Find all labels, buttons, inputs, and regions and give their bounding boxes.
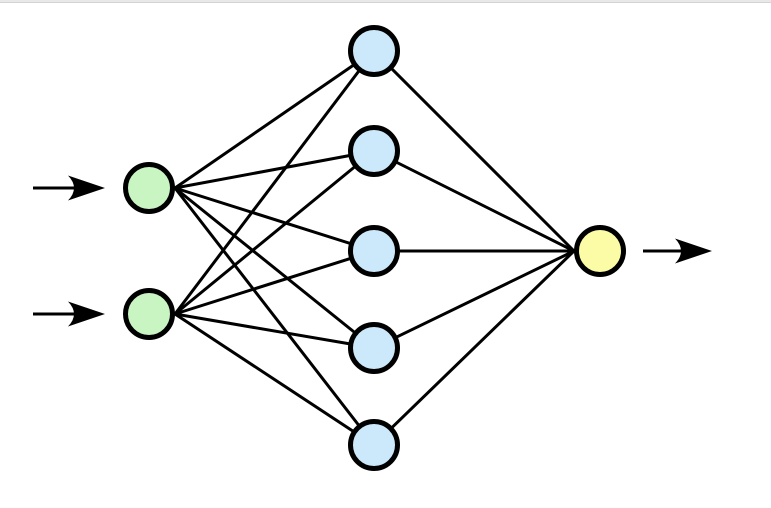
hidden-node-1 (348, 25, 400, 77)
output-node-1 (574, 225, 626, 277)
edge-input-1-hidden-2 (174, 149, 375, 190)
hidden-node-3 (348, 225, 400, 277)
edge-input-2-hidden-2 (174, 149, 375, 316)
top-border-bar (0, 0, 771, 3)
edge-input-2-hidden-3 (174, 249, 375, 316)
edge-hidden-4-output-1 (373, 249, 575, 350)
edge-input-1-hidden-5 (173, 187, 376, 446)
hidden-node-4 (348, 322, 400, 374)
output-arrow-head-icon (675, 238, 712, 264)
edge-hidden-1-output-1 (372, 49, 576, 253)
input-node-1 (123, 162, 175, 214)
hidden-node-2 (348, 125, 400, 177)
input-node-2 (123, 288, 175, 340)
input-arrow-2-head-icon (68, 301, 105, 327)
hidden-node-5 (348, 419, 400, 471)
edge-input-1-hidden-3 (174, 186, 375, 253)
edges-group (173, 49, 576, 447)
edge-hidden-2-output-1 (373, 149, 575, 253)
edge-input-1-hidden-4 (174, 186, 375, 350)
edge-hidden-5-output-1 (372, 249, 576, 447)
arrows-group (33, 175, 712, 327)
edge-input-2-hidden-4 (174, 312, 375, 350)
input-arrow-1-head-icon (68, 175, 105, 201)
nodes-group (123, 25, 626, 471)
edge-input-2-hidden-1 (173, 50, 376, 315)
edge-input-1-hidden-1 (174, 49, 375, 190)
edge-input-2-hidden-5 (174, 312, 375, 447)
